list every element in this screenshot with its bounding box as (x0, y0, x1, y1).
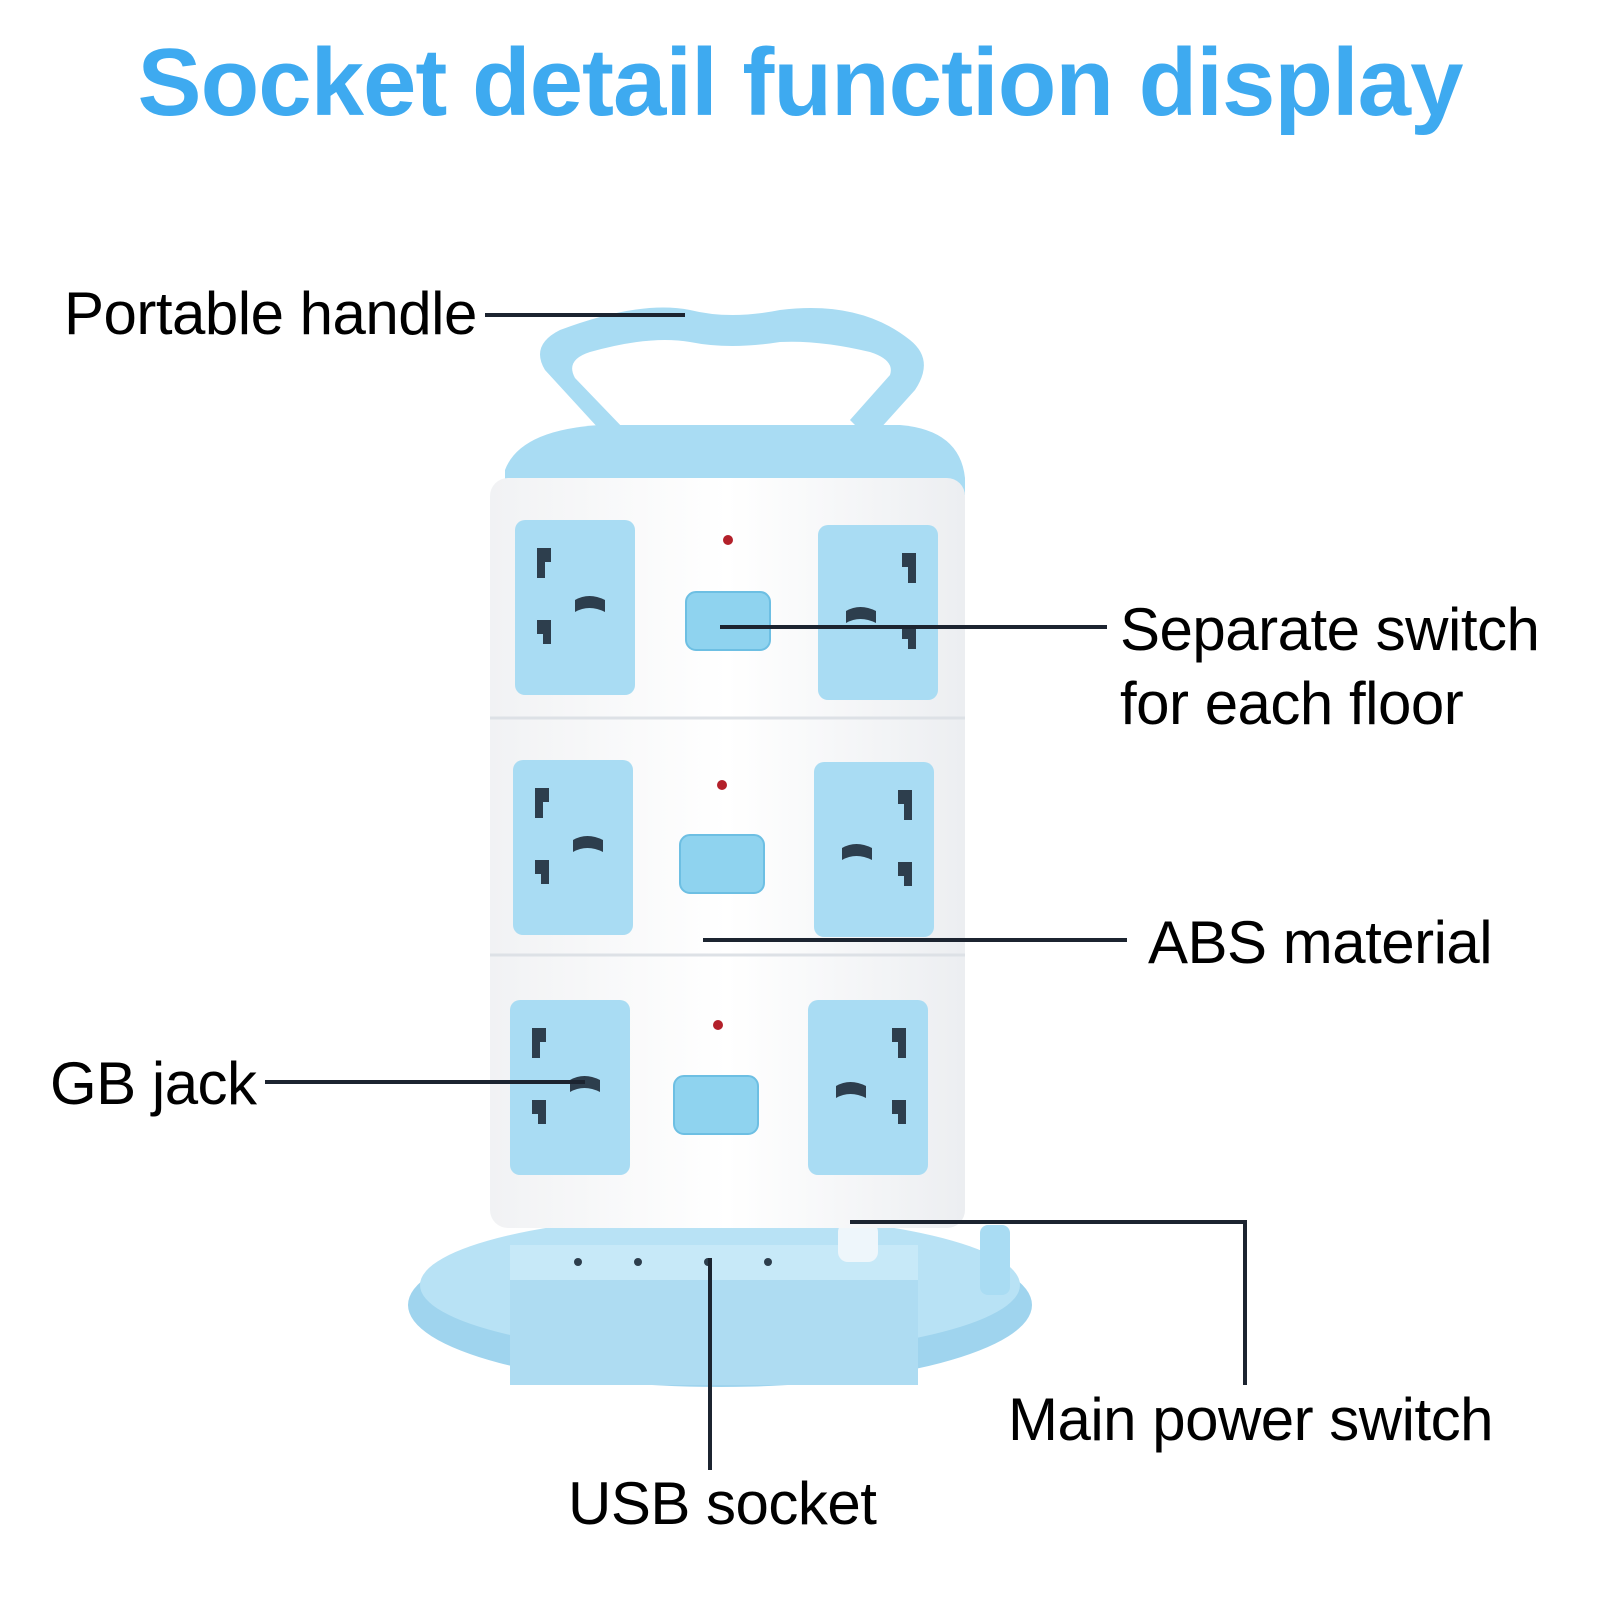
callout-gb-jack: GB jack (50, 1050, 257, 1117)
floor-switch-icon (685, 591, 771, 651)
floor-switch-icon (679, 834, 765, 894)
floor-switch-icon (673, 1075, 759, 1135)
callout-portable-handle: Portable handle (64, 280, 477, 347)
handle-icon (540, 307, 924, 440)
base-icon (408, 1215, 1032, 1387)
indicator-light-icon (713, 1020, 723, 1030)
callout-separate-switch-line1: Separate switch (1120, 596, 1540, 663)
gb-jack-icon (510, 1000, 630, 1175)
top-cap-icon (505, 425, 965, 495)
gb-jack-icon (515, 520, 635, 695)
main-switch-leader-line (850, 1220, 1247, 1385)
indicator-light-icon (717, 780, 727, 790)
gb-jack-icon (818, 525, 938, 700)
gb-jack-icon (513, 760, 633, 935)
indicator-light-icon (723, 535, 733, 545)
gb-jack-icon (808, 1000, 928, 1175)
callout-abs-material: ABS material (1148, 909, 1493, 976)
gb-jack-icon (814, 762, 934, 937)
callout-separate-switch-line2: for each floor (1120, 670, 1464, 737)
page-title: Socket detail function display (137, 29, 1464, 136)
callout-usb-socket: USB socket (568, 1470, 877, 1537)
leader-lines (265, 313, 1247, 1470)
callout-main-power-switch: Main power switch (1008, 1386, 1494, 1453)
